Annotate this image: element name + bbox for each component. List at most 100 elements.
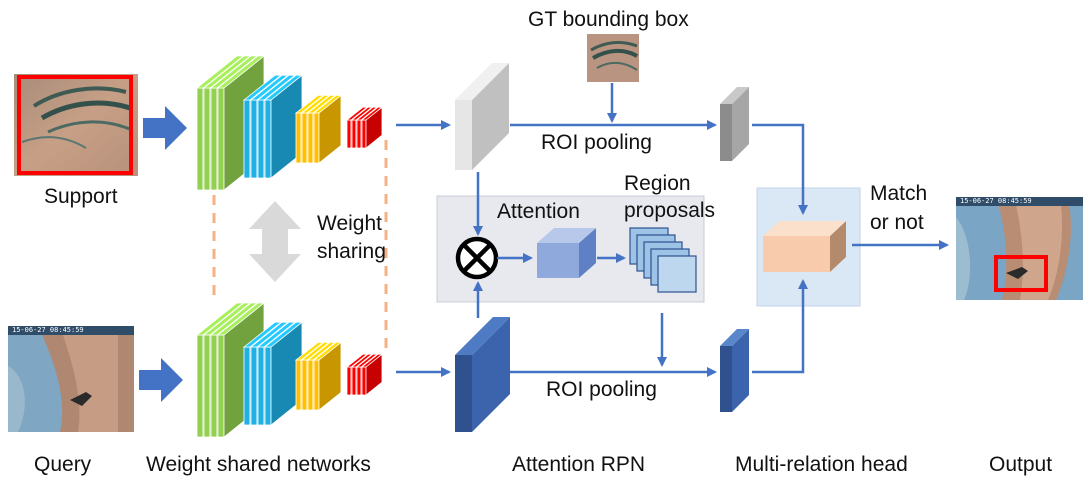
- green-layer-4-top: [216, 55, 266, 89]
- yellow-layer-3-top: [306, 341, 337, 361]
- green-layer-1-top: [195, 302, 245, 336]
- column-label-multi-relation: Multi-relation head: [735, 453, 908, 476]
- column-label-output: Output: [989, 453, 1053, 476]
- query-roi-feature: [720, 329, 749, 412]
- blue-layer-1-front: [243, 99, 251, 179]
- green-layer-1-front: [196, 334, 204, 438]
- yellow-layer-4-top: [312, 95, 343, 114]
- region-proposals-stack: [629, 227, 697, 293]
- support-roi-feature: [720, 87, 749, 161]
- green-layer-3-front: [210, 87, 218, 191]
- blue-layer-3-top: [256, 321, 297, 348]
- blue-layer-1-front: [243, 346, 251, 426]
- blue-layer-1-top: [242, 321, 283, 348]
- green-layer-2-front: [203, 334, 211, 438]
- output-image: 15-06-27 08:45:59: [956, 197, 1083, 300]
- blue-layer-3-top: [256, 74, 297, 101]
- yellow-layer-2-front: [301, 359, 308, 411]
- green-layer-2-top: [202, 302, 252, 336]
- attention-cube: [537, 228, 596, 278]
- relation-cube: [763, 221, 846, 272]
- query-timestamp: 15-06-27 08:45:59: [12, 326, 84, 334]
- blue-layer-2-top: [249, 321, 290, 348]
- yellow-layer-3-top: [306, 95, 337, 114]
- red-layer-2-top: [350, 353, 374, 368]
- red-layer-1-front: [346, 366, 352, 396]
- green-layer-4-front: [217, 87, 225, 191]
- attention-label: Attention: [497, 200, 580, 223]
- yellow-layer-4-front: [313, 112, 320, 164]
- support-feature-map: [455, 63, 509, 170]
- red-layer-3-front: [356, 366, 362, 396]
- roi-pooling-top-label: ROI pooling: [541, 131, 652, 154]
- red-layer-2-front: [351, 366, 357, 396]
- green-layer-4-top: [216, 302, 266, 336]
- support-label: Support: [44, 185, 118, 208]
- weight-sharing-label-1: Weight: [317, 212, 382, 235]
- blue-layer-4-top: [263, 321, 304, 348]
- multiply-icon: [455, 236, 499, 280]
- green-layer-3-top: [209, 302, 259, 336]
- match-label-1: Match: [870, 182, 928, 205]
- match-label-2: or not: [870, 211, 924, 234]
- yellow-layer-1-top: [294, 341, 325, 361]
- connector-arrows: [396, 83, 949, 377]
- blue-layer-1-top: [242, 74, 283, 101]
- yellow-layer-3-front: [307, 359, 314, 411]
- green-layer-4-front: [217, 334, 225, 438]
- yellow-layer-2-front: [301, 112, 308, 164]
- green-layer-1-top: [195, 55, 245, 89]
- blue-layer-4-front: [264, 346, 272, 426]
- red-layer-4-top: [360, 353, 384, 368]
- query-image: 15-06-27 08:45:59: [8, 326, 134, 432]
- green-layer-2-front: [203, 87, 211, 191]
- red-layer-4-top: [360, 106, 384, 121]
- red-layer-1-top: [345, 353, 369, 368]
- red-layer-1-top: [345, 106, 369, 121]
- yellow-layer-2-top: [300, 95, 331, 114]
- column-label-attention-rpn: Attention RPN: [512, 453, 646, 476]
- yellow-layer-1-top: [294, 95, 325, 114]
- region-proposals-label-2: proposals: [624, 199, 716, 222]
- top-cnn-stack: [195, 55, 384, 191]
- red-layer-4-front: [361, 366, 367, 396]
- red-layer-3-top: [355, 353, 379, 368]
- red-layer-4-front: [361, 119, 367, 149]
- blue-layer-3-front: [257, 99, 265, 179]
- weight-sharing-label-2: sharing: [317, 240, 386, 263]
- yellow-layer-4-front: [313, 359, 320, 411]
- blue-layer-4-top: [263, 74, 304, 101]
- weight-sharing-arrow: [249, 201, 301, 282]
- region-proposals-label-1: Region: [624, 172, 691, 195]
- red-layer-1-front: [346, 119, 352, 149]
- gt-bbox-label: GT bounding box: [528, 8, 689, 31]
- green-layer-1-front: [196, 87, 204, 191]
- query-to-network-arrow: [139, 358, 183, 402]
- green-layer-2-top: [202, 55, 252, 89]
- blue-layer-2-front: [250, 346, 258, 426]
- support-image: [14, 74, 138, 176]
- column-label-networks: Weight shared networks: [146, 453, 371, 476]
- yellow-layer-3-front: [307, 112, 314, 164]
- blue-layer-2-top: [249, 74, 290, 101]
- yellow-layer-1-front: [295, 359, 302, 411]
- gt-bbox-image: [587, 34, 639, 82]
- query-feature-map: [455, 317, 510, 432]
- red-layer-3-top: [355, 106, 379, 121]
- blue-layer-3-front: [257, 346, 265, 426]
- yellow-layer-4-top: [312, 341, 343, 361]
- bottom-cnn-stack: [195, 302, 384, 438]
- red-layer-3-front: [356, 119, 362, 149]
- red-layer-2-top: [350, 106, 374, 121]
- yellow-layer-2-top: [300, 341, 331, 361]
- green-layer-3-top: [209, 55, 259, 89]
- yellow-layer-1-front: [295, 112, 302, 164]
- blue-layer-4-front: [264, 99, 272, 179]
- roi-pooling-bottom-label: ROI pooling: [546, 378, 657, 401]
- support-to-network-arrow: [143, 106, 187, 150]
- output-timestamp: 15-06-27 08:45:59: [960, 197, 1032, 205]
- green-layer-3-front: [210, 334, 218, 438]
- red-layer-2-front: [351, 119, 357, 149]
